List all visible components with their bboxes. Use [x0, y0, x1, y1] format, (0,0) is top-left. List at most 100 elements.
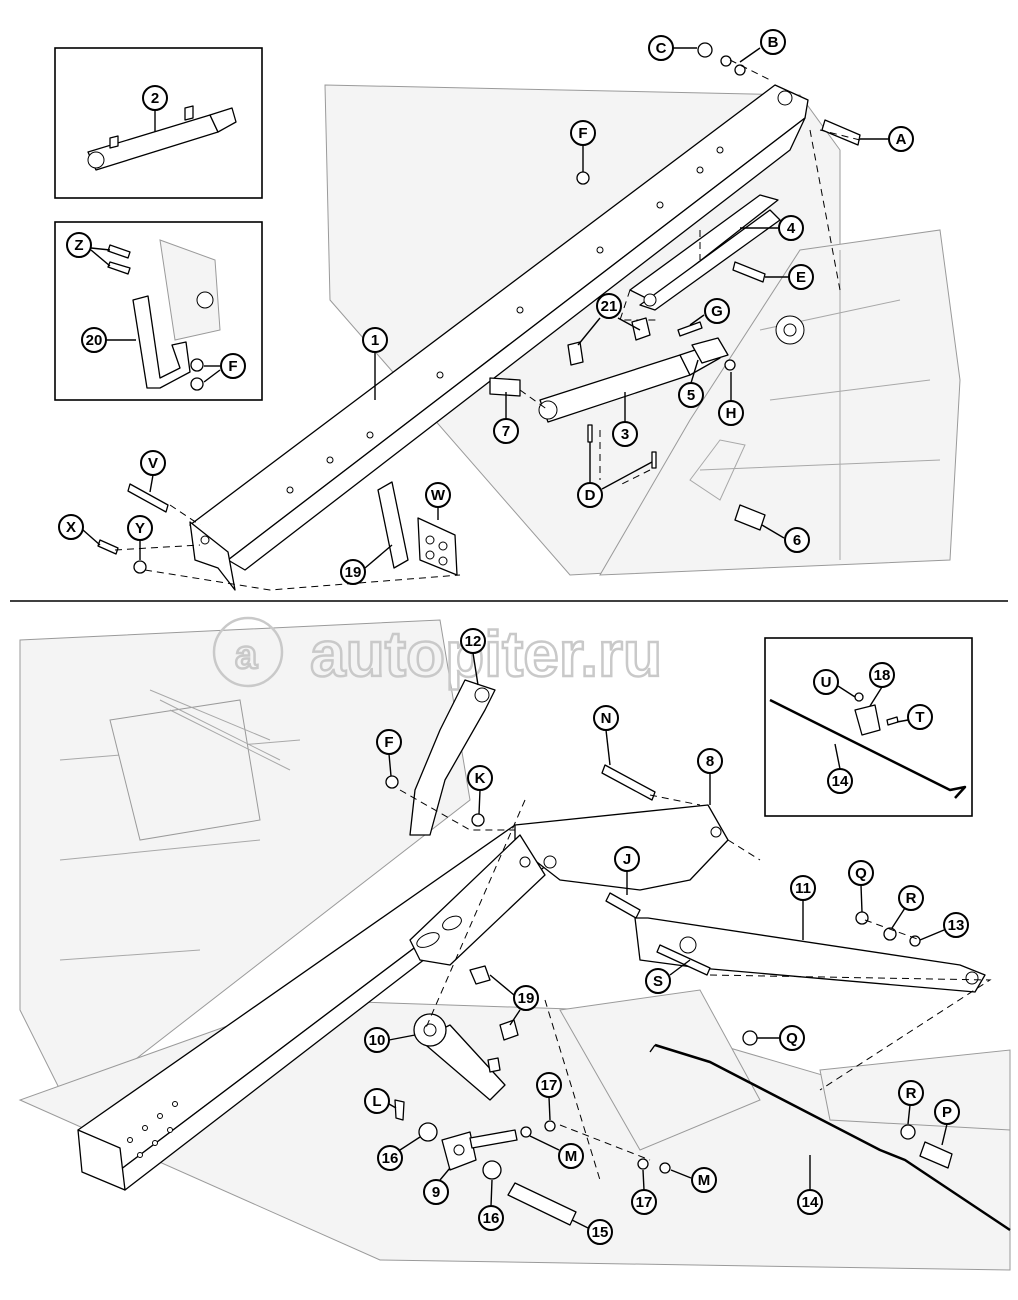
callout-bottom-p16b: 16 — [478, 1205, 504, 1231]
callout-label-top-Y: Y — [135, 520, 145, 537]
callout-label-top-C: C — [656, 40, 667, 57]
callout-bottom-M2: M — [691, 1167, 717, 1193]
callout-top-p5: 5 — [678, 382, 704, 408]
callout-label-bottom-p14: 14 — [802, 1194, 819, 1211]
pin-m-bolt — [469, 1129, 518, 1149]
callout-top-E: E — [788, 264, 814, 290]
callout-inset_rod-p18: 18 — [869, 662, 895, 688]
cotter-pin-l — [394, 1099, 405, 1121]
leader-bottom-R1 — [891, 907, 906, 929]
callout-label-bottom-p9: 9 — [432, 1184, 440, 1201]
callout-top-A: A — [888, 126, 914, 152]
callout-bottom-p9: 9 — [423, 1179, 449, 1205]
callout-label-bottom-p17b: 17 — [636, 1194, 653, 1211]
washer-r-b — [900, 1124, 916, 1140]
callout-bottom-p16a: 16 — [377, 1145, 403, 1171]
callout-label-top-F: F — [578, 125, 587, 142]
inset-rod — [764, 637, 973, 817]
callout-label-bottom-p12: 12 — [465, 633, 482, 650]
callout-bottom-J: J — [614, 846, 640, 872]
leader-bottom-P — [941, 1123, 948, 1146]
callout-top-X: X — [58, 514, 84, 540]
callout-top-V: V — [140, 450, 166, 476]
leader-bottom-p10 — [388, 1034, 416, 1041]
shield-19 — [377, 481, 409, 569]
callout-inset_rod-U: U — [813, 669, 839, 695]
pin-7 — [489, 377, 521, 397]
callout-label-top-p19: 19 — [345, 564, 362, 581]
bolt-n — [601, 764, 656, 801]
callout-top-p19: 19 — [340, 559, 366, 585]
leader-inset_rod-U — [837, 685, 856, 698]
leader-bottom-L — [388, 1103, 397, 1109]
callout-label-inset_bracket-F: F — [228, 358, 237, 375]
callout-top-p7: 7 — [493, 418, 519, 444]
callout-label-bottom-R2: R — [906, 1085, 917, 1102]
leader-bottom-p13 — [919, 929, 945, 941]
callout-label-bottom-p11: 11 — [795, 880, 811, 897]
leader-inset_bracket-Z — [90, 247, 111, 251]
callout-label-top-B: B — [768, 34, 779, 51]
callout-label-top-V: V — [148, 455, 158, 472]
bolt-e — [732, 261, 766, 283]
cotter-pin-d-1 — [587, 424, 593, 443]
callout-label-inset_rod-T: T — [915, 709, 924, 726]
callout-label-bottom-p16a: 16 — [382, 1150, 399, 1167]
callout-top-p21: 21 — [596, 293, 622, 319]
nut-c — [697, 42, 713, 58]
callout-label-inset_cylinder-p2: 2 — [151, 90, 159, 107]
callout-bottom-p13: 13 — [943, 912, 969, 938]
callout-bottom-K: K — [467, 765, 493, 791]
washer-b-2 — [734, 64, 746, 76]
callout-label-bottom-P: P — [942, 1104, 952, 1121]
leader-bottom-F — [388, 753, 392, 777]
callout-label-bottom-J: J — [623, 851, 631, 868]
frame-beam-holes — [200, 146, 724, 545]
leader-top-V — [149, 474, 154, 493]
leader-bottom-p9 — [439, 1167, 451, 1181]
rod-14 — [654, 1043, 1011, 1232]
callout-label-top-H: H — [726, 405, 737, 422]
callout-label-top-D: D — [585, 487, 596, 504]
nut-m-b — [659, 1162, 671, 1174]
callout-bottom-L: L — [364, 1088, 390, 1114]
nut-q-a — [855, 911, 869, 925]
washer-16-b — [482, 1160, 502, 1180]
callout-label-bottom-L: L — [372, 1093, 381, 1110]
callout-label-top-E: E — [796, 269, 806, 286]
callout-bottom-p12: 12 — [460, 628, 486, 654]
callout-label-top-p3: 3 — [621, 426, 629, 443]
callout-bottom-p17a: 17 — [536, 1072, 562, 1098]
grease-fitting-a — [567, 341, 584, 366]
callout-bottom-R1: R — [898, 885, 924, 911]
bolt-j — [605, 892, 641, 919]
callout-top-W: W — [425, 482, 451, 508]
leader-bottom-p16b — [490, 1179, 493, 1207]
callout-label-bottom-p17a: 17 — [541, 1077, 558, 1094]
callout-inset_rod-T: T — [907, 704, 933, 730]
bottom-parts — [77, 679, 1011, 1232]
leader-top-p19 — [364, 544, 393, 569]
callout-bottom-Q1: Q — [848, 860, 874, 886]
callout-bottom-N: N — [593, 705, 619, 731]
pin-6 — [734, 504, 766, 531]
nut-k — [471, 813, 485, 827]
bracket-20-plate — [132, 295, 191, 389]
washer-17-b — [637, 1158, 649, 1170]
leader-inset_bracket-F — [203, 369, 221, 383]
callout-top-C: C — [648, 35, 674, 61]
callout-bottom-F: F — [376, 729, 402, 755]
washer-13 — [909, 935, 921, 947]
leader-bottom-M1 — [529, 1135, 560, 1151]
fitting-19-b — [499, 1019, 519, 1041]
leader-bottom-N — [605, 729, 611, 766]
inset-rod-14 — [769, 698, 967, 799]
callout-top-p6: 6 — [784, 527, 810, 553]
bolt-a — [821, 119, 861, 146]
callout-label-bottom-p10: 10 — [369, 1032, 386, 1049]
leader-bottom-p19 — [489, 974, 515, 996]
screw-g — [677, 321, 703, 337]
leader-bottom-p12 — [472, 652, 479, 686]
leader-bottom-S — [669, 959, 691, 976]
leader-bottom-Q1 — [860, 884, 863, 913]
